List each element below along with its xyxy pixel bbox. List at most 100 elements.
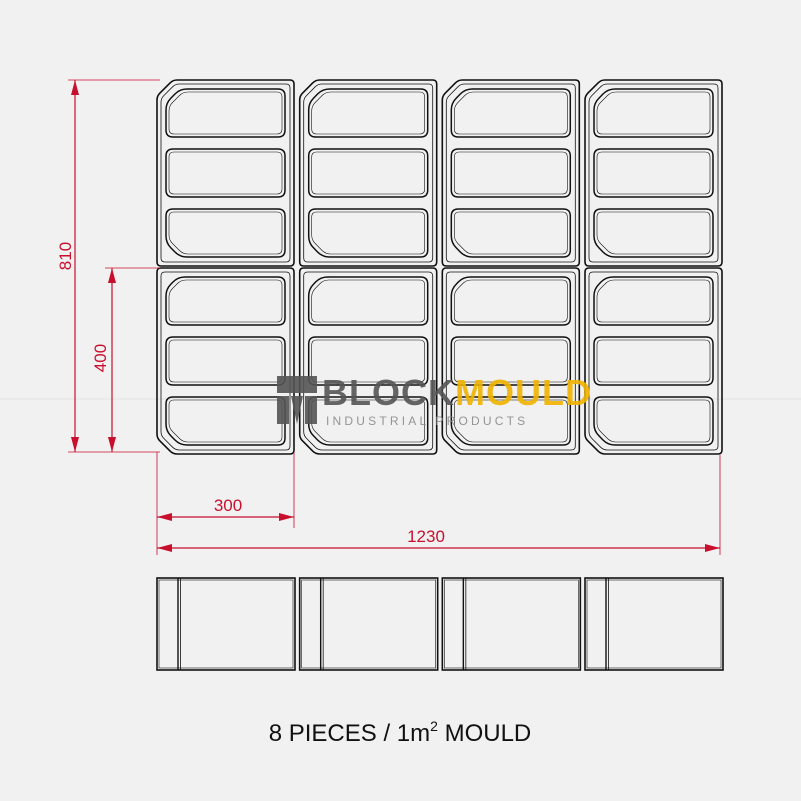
arrowhead: [157, 513, 172, 521]
side-segment: [584, 577, 724, 671]
dimension-total-height: 810: [56, 79, 160, 453]
watermark-brand: BLOCKMOULD: [322, 372, 592, 413]
brand-part2: MOULD: [455, 372, 592, 413]
cavity-slot-inner: [596, 279, 711, 323]
arrowhead: [157, 544, 172, 552]
segment-inner-outline: [586, 579, 722, 669]
piece-inner-outline: [445, 271, 576, 451]
cavity-slot-inner: [596, 91, 711, 135]
arrowhead: [71, 80, 79, 95]
arrowhead: [705, 544, 720, 552]
caption-prefix: 8 PIECES / 1m: [269, 720, 430, 747]
piece-outline: [441, 79, 581, 267]
segment-inner-outline: [301, 579, 436, 669]
cavity-slot: [307, 208, 429, 258]
cavity-slot-inner: [454, 399, 568, 443]
segment-outline: [298, 577, 439, 671]
side-segment: [156, 577, 296, 671]
block-piece: [584, 79, 723, 267]
piece-inner-outline: [160, 271, 291, 451]
segment-outline: [156, 577, 296, 671]
cavity-slot: [165, 336, 286, 386]
arrowhead: [108, 437, 116, 452]
block-piece: [441, 267, 581, 455]
plan-view: [156, 79, 723, 455]
cavity-slot-inner: [311, 211, 425, 255]
cavity-slot: [450, 88, 572, 138]
cavity-slot-inner: [311, 91, 425, 135]
dimension-total-width: 1230: [156, 455, 721, 555]
cavity-slot-inner: [168, 91, 283, 135]
cavity-slot-inner: [168, 151, 283, 195]
dim-label-total-width: 1230: [407, 527, 445, 546]
cavity-slot-inner: [311, 151, 425, 195]
brand-part1: BLOCK: [322, 372, 455, 413]
cavity-slot-inner: [454, 151, 568, 195]
block-piece: [156, 79, 295, 267]
segment-outline: [584, 577, 724, 671]
cavity-slot-inner: [311, 279, 425, 323]
side-segment: [298, 577, 439, 671]
arrowhead: [108, 268, 116, 283]
cavity-slot-inner: [454, 339, 568, 383]
block-piece: [584, 267, 723, 455]
piece-inner-outline: [588, 271, 719, 451]
cavity-slot-inner: [596, 339, 711, 383]
dimension-piece-height: 400: [91, 267, 160, 452]
cavity-slot: [165, 396, 286, 446]
caption-superscript: 2: [430, 718, 438, 734]
segment-inner-outline: [444, 579, 579, 669]
cavity-slot: [165, 148, 286, 198]
block-piece: [298, 79, 438, 267]
cavity-slot-inner: [454, 91, 568, 135]
block-piece: [441, 79, 581, 267]
cavity-slot-inner: [454, 211, 568, 255]
cavity-slot: [307, 88, 429, 138]
side-segment: [441, 577, 582, 671]
block-piece: [156, 267, 295, 455]
piece-inner-outline: [160, 83, 291, 263]
cavity-slot: [165, 208, 286, 258]
cavity-slot: [593, 336, 714, 386]
dimension-piece-width: 300: [156, 452, 295, 528]
caption: 8 PIECES / 1m2 MOULD: [269, 718, 532, 747]
cavity-slot-inner: [168, 339, 283, 383]
arrowhead: [279, 513, 294, 521]
cavity-slot-inner: [596, 399, 711, 443]
piece-outline: [584, 79, 723, 267]
cavity-slot: [593, 208, 714, 258]
dim-label-total-height: 810: [56, 242, 75, 270]
watermark-tagline: INDUSTRIAL PRODUCTS: [326, 414, 528, 428]
piece-inner-outline: [303, 83, 434, 263]
cavity-slot-inner: [454, 279, 568, 323]
cavity-slot: [450, 396, 572, 446]
cavity-slot: [165, 276, 286, 326]
dim-label-piece-width: 300: [214, 496, 242, 515]
cavity-slot: [450, 148, 572, 198]
piece-inner-outline: [588, 83, 719, 263]
segment-inner-outline: [158, 579, 294, 669]
piece-outline: [298, 79, 438, 267]
watermark: BLOCKMOULD INDUSTRIAL PRODUCTS: [277, 372, 592, 428]
piece-outline: [156, 79, 295, 267]
cavity-slot: [450, 276, 572, 326]
cavity-slot-inner: [168, 279, 283, 323]
cavity-slot-inner: [596, 151, 711, 195]
piece-outline: [298, 267, 438, 455]
side-view: [156, 577, 724, 671]
cavity-slot: [593, 396, 714, 446]
cavity-slot-inner: [168, 399, 283, 443]
cavity-slot: [593, 148, 714, 198]
cavity-slot: [450, 336, 572, 386]
cavity-slot-inner: [596, 211, 711, 255]
dim-label-piece-height: 400: [91, 344, 110, 372]
piece-outline: [441, 267, 581, 455]
piece-inner-outline: [303, 271, 434, 451]
piece-outline: [584, 267, 723, 455]
piece-outline: [156, 267, 295, 455]
cavity-slot: [450, 208, 572, 258]
piece-inner-outline: [445, 83, 576, 263]
cavity-slot: [593, 276, 714, 326]
segment-outline: [441, 577, 582, 671]
